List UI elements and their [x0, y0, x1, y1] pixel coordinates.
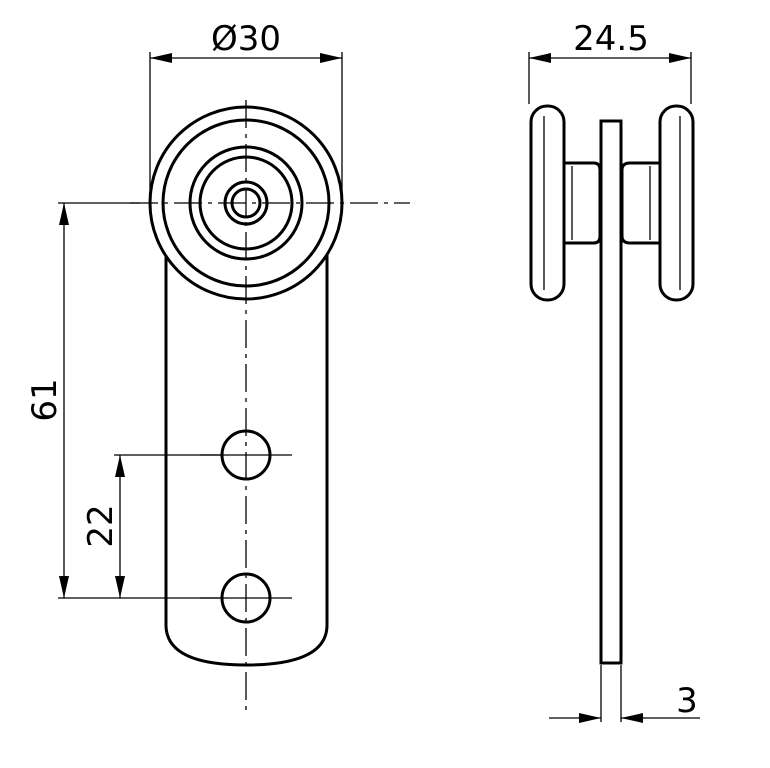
dimension-plate-thickness: 3: [549, 665, 700, 723]
dimension-label-61: 61: [25, 378, 65, 421]
dimension-overall-width: 24.5: [528, 19, 692, 104]
dimension-label-22: 22: [81, 504, 121, 547]
front-view: [130, 100, 410, 710]
wheel-flange-left: [529, 104, 566, 302]
dimension-center-to-hole: 61: [25, 202, 222, 599]
dimension-wheel-diameter: Ø30: [149, 19, 343, 200]
hub-right: [620, 161, 660, 245]
dimension-label-3: 3: [676, 681, 698, 721]
dimension-label-diameter: Ø30: [211, 19, 281, 59]
dimension-hole-spacing: 22: [81, 454, 222, 598]
wheel-flange-right: [658, 104, 695, 302]
hub-left: [564, 161, 602, 245]
dimension-label-24-5: 24.5: [573, 19, 649, 59]
side-view: [529, 104, 695, 665]
side-plate: [599, 119, 623, 665]
